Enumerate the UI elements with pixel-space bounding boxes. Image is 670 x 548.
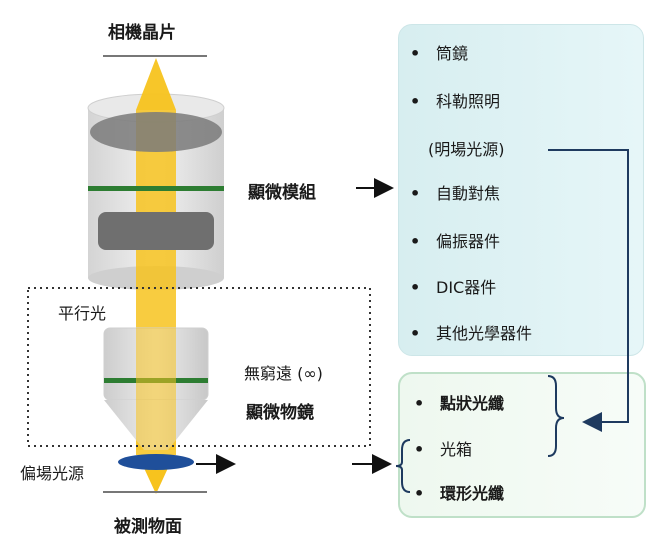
source-disc [118,454,194,470]
right-brace [547,375,565,457]
light-source-panel [398,372,646,518]
object-surface-label: 被測物面 [114,517,182,537]
tube-green-band [88,186,224,191]
objective-label: 顯微物鏡 [246,403,314,423]
light-item-point-fiber: •點狀光纖 [414,394,505,413]
camera-chip-label: 相機晶片 [108,23,176,43]
light-item-lightbox: •光箱 [414,440,473,459]
left-brace [395,439,411,493]
infinity-label: 無窮遠 (∞) [244,364,323,383]
module-title: 顯微模組 [248,183,316,203]
module-item-other: •其他光學器件 [410,324,533,343]
module-item-kohler: •科勒照明 [410,92,501,111]
tube-lens-disc [90,112,222,152]
light-item-ring-fiber: •環形光纖 [414,484,505,503]
infinity-region-border [27,287,371,447]
module-item-polarizer: •偏振器件 [410,232,501,251]
beam-top-cone [136,58,176,110]
brightfield-connector [548,149,629,432]
tube-inner-block [98,212,214,250]
module-item-brightfield: (明場光源) [428,140,505,159]
module-item-dic: •DIC器件 [410,278,497,297]
microscope-module-panel [398,24,644,356]
module-item-autofocus: •自動對焦 [410,184,501,203]
polarized-source-label: 偏場光源 [20,464,85,483]
parallel-light-label: 平行光 [58,304,107,323]
module-item-tube-lens: •筒鏡 [410,44,469,63]
